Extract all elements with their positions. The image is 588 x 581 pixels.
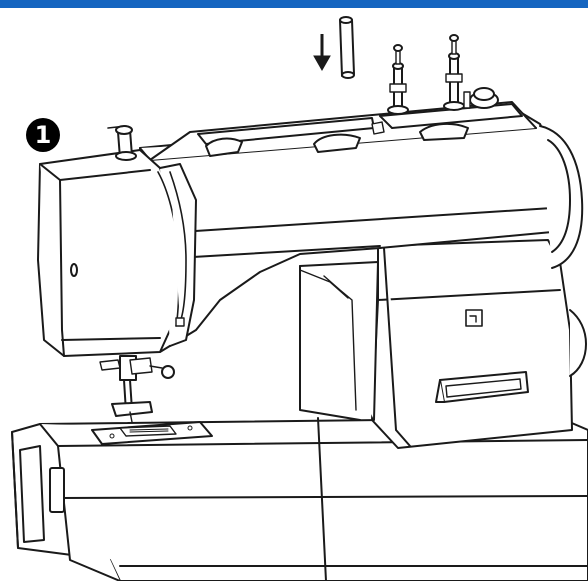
machine-pillar xyxy=(299,239,573,449)
hand-wheel xyxy=(539,125,587,377)
spool-pin-right xyxy=(443,34,465,111)
presser-foot-assembly xyxy=(99,355,175,423)
machine-base xyxy=(11,417,588,581)
machine-head xyxy=(37,149,197,357)
stitch-lever xyxy=(435,371,529,403)
tension-knob xyxy=(107,125,137,161)
needle-plate xyxy=(91,421,213,445)
spool-pin-left xyxy=(387,44,409,115)
step-number-badge: 1 xyxy=(26,118,60,152)
pillar-label-icon xyxy=(465,309,483,327)
top-cover xyxy=(149,101,537,161)
thread-spool xyxy=(339,16,355,79)
insert-arrow-icon xyxy=(313,34,331,72)
sewing-machine-illustration xyxy=(11,16,588,581)
header-bar xyxy=(0,0,588,8)
bobbin-winder xyxy=(463,87,499,109)
